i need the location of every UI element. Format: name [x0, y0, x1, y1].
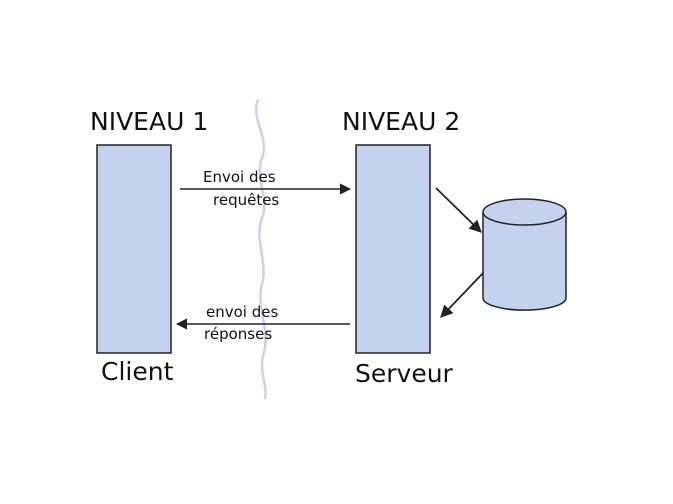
- server-label: Serveur: [355, 359, 454, 388]
- client-label: Client: [101, 357, 174, 386]
- response-label-line2: réponses: [204, 325, 272, 343]
- database-cylinder-icon: [482, 198, 567, 311]
- client-box: [96, 144, 172, 354]
- server-to-database-arrow: [435, 187, 482, 233]
- level1-title: NIVEAU 1: [90, 107, 208, 136]
- response-label-line1: envoi des: [206, 303, 278, 321]
- database-to-server-arrow: [440, 271, 485, 318]
- tier-separator: [254, 98, 267, 400]
- level2-title: NIVEAU 2: [342, 107, 460, 136]
- server-box: [355, 144, 431, 354]
- request-label-line1: Envoi des: [203, 168, 276, 186]
- request-label-line2: requêtes: [213, 191, 279, 209]
